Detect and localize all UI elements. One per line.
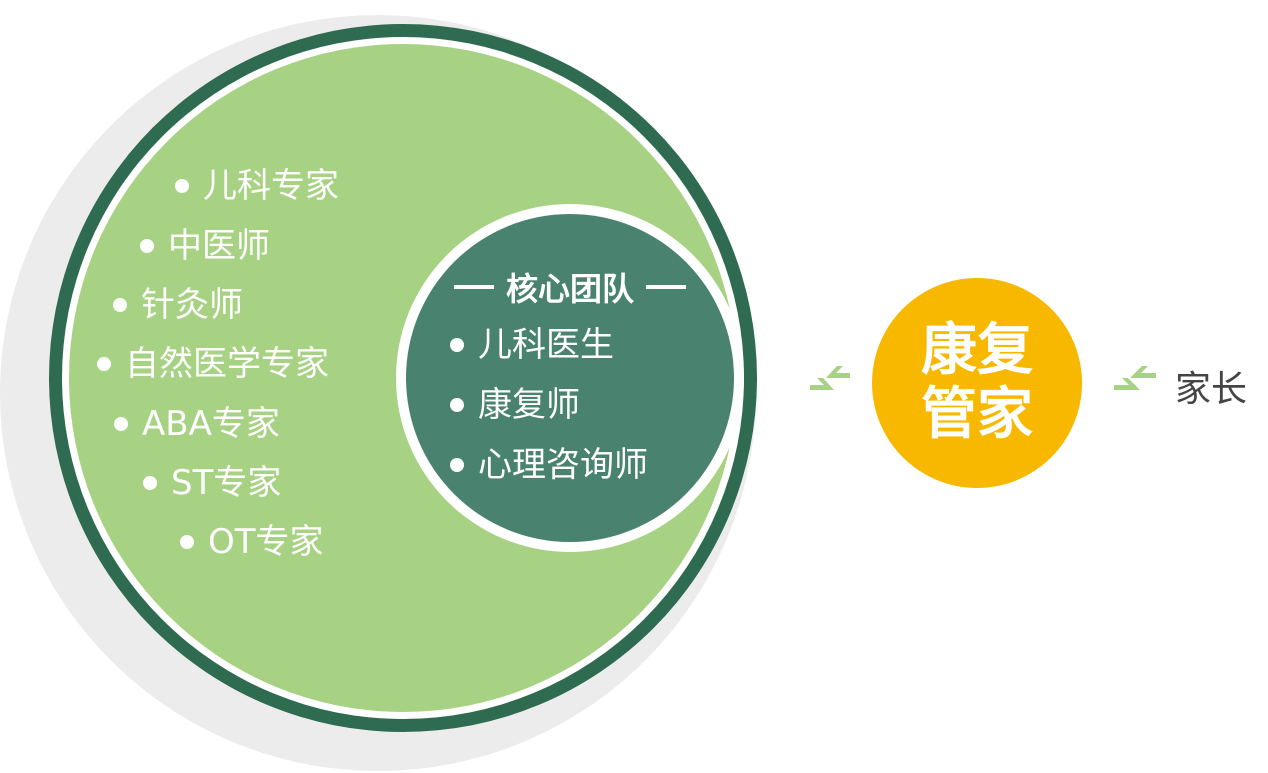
outer-item-tcm-doctor: 中医师 — [140, 226, 270, 266]
bullet-dot-icon — [180, 535, 194, 549]
title-bar-left — [453, 285, 494, 289]
rehab-manager-label: 康复 管家 — [872, 278, 1082, 488]
outer-item-acupuncturist: 针灸师 — [113, 285, 243, 325]
bullet-dot-icon — [175, 179, 189, 193]
bullet-dot-icon — [143, 476, 157, 490]
bullet-dot-icon — [114, 417, 128, 431]
manager-line-1: 康复 — [921, 318, 1033, 383]
exchange-arrow-left-icon — [810, 366, 850, 390]
title-bar-right — [646, 285, 686, 289]
parent-label: 家长 — [1175, 369, 1248, 410]
core-item-counselor: 心理咨询师 — [450, 445, 648, 485]
bullet-dot-icon — [450, 398, 464, 412]
outer-item-ot-expert: OT专家 — [180, 522, 324, 562]
core-item-rehab-therapist: 康复师 — [450, 385, 580, 425]
core-item-pediatrician: 儿科医生 — [450, 325, 614, 365]
core-team-title: 核心团队 — [425, 265, 715, 309]
bullet-dot-icon — [450, 458, 464, 472]
manager-circle — [872, 278, 1082, 488]
outer-item-pediatric-expert: 儿科专家 — [175, 166, 339, 206]
bullet-dot-icon — [97, 357, 111, 371]
core-team-circle — [406, 214, 734, 542]
bullet-dot-icon — [113, 298, 127, 312]
outer-item-aba-expert: ABA专家 — [114, 404, 280, 444]
manager-line-2: 管家 — [921, 382, 1033, 447]
bullet-dot-icon — [450, 338, 464, 352]
exchange-arrow-right-icon — [1114, 366, 1156, 390]
outer-item-naturopathy-expert: 自然医学专家 — [97, 344, 329, 384]
bullet-dot-icon — [140, 239, 154, 253]
outer-item-st-expert: ST专家 — [143, 463, 281, 503]
